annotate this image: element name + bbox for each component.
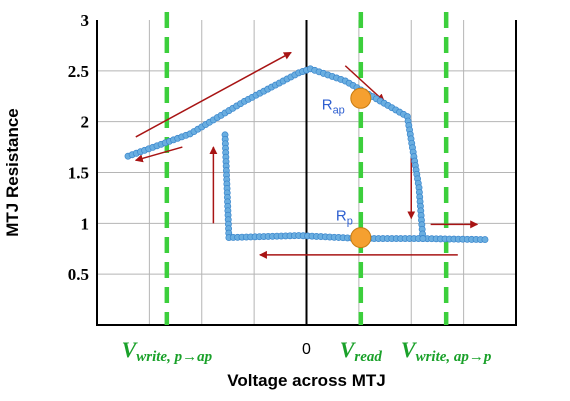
y-tick-label: 0.5 <box>68 265 89 284</box>
sweep-arrow <box>134 146 183 163</box>
curve-point <box>419 235 427 243</box>
voltage-lines <box>164 12 449 325</box>
resistance-markers <box>350 87 372 249</box>
y-tick-label: 2.5 <box>68 62 89 81</box>
sweep-arrows <box>134 51 479 259</box>
y-axis-title: MTJ Resistance <box>3 108 22 237</box>
voltage-line-label: Vwrite, p→ap <box>122 337 213 365</box>
resistance-marker <box>350 87 372 109</box>
hysteresis-curves <box>124 65 489 244</box>
resistance-label: Rp <box>336 208 353 228</box>
y-tick-label: 1.5 <box>68 164 89 183</box>
x-zero-label: 0 <box>302 341 311 358</box>
grid <box>96 20 517 326</box>
resistance-label: Rap <box>322 96 345 116</box>
resistance-marker <box>350 227 372 249</box>
sweep-arrow <box>344 65 385 103</box>
y-tick-label: 3 <box>81 11 90 30</box>
x-axis-title: Voltage across MTJ <box>227 371 385 390</box>
y-tick-label: 2 <box>81 113 90 132</box>
y-tick-label: 1 <box>81 214 90 233</box>
voltage-line-label: Vwrite, ap→p <box>401 337 492 365</box>
voltage-line-label: Vread <box>340 337 383 365</box>
sweep-arrow <box>135 51 292 138</box>
curve-point <box>481 236 489 244</box>
